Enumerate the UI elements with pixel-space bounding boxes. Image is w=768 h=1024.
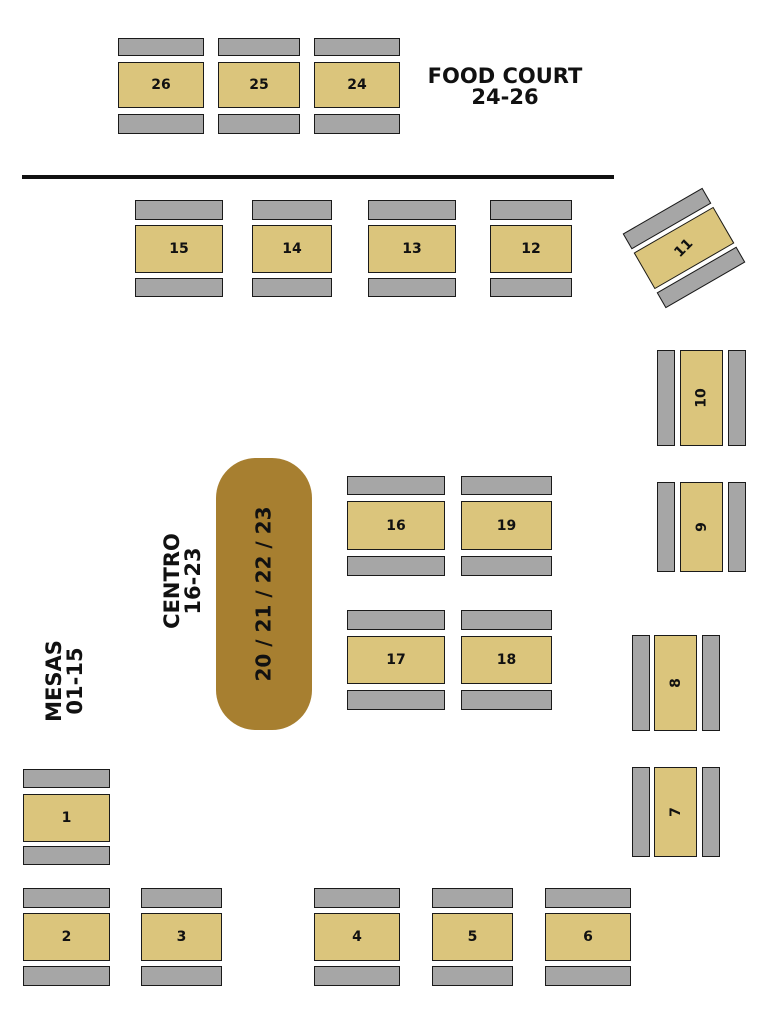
bench [314,966,400,986]
bench [314,114,400,134]
bench [728,350,746,446]
bench [545,966,631,986]
bench [461,556,552,576]
bench [118,114,204,134]
table-centro-20-23[interactable]: 20 / 21 / 22 / 23 [216,458,312,730]
bench [314,888,400,908]
bench [461,476,552,495]
table-4[interactable]: 4 [314,913,400,961]
bench [23,769,110,788]
bench [490,200,572,220]
bench [23,846,110,865]
bench [347,476,445,495]
bench [461,610,552,630]
table-12[interactable]: 12 [490,225,572,273]
bench [490,278,572,297]
mesas-label: MESAS 01-15 [42,640,87,722]
table-17[interactable]: 17 [347,636,445,684]
divider-line [22,175,614,179]
bench [314,38,400,56]
bench [461,690,552,710]
bench [23,966,110,986]
table-10[interactable]: 10 [680,350,723,446]
bench [135,200,223,220]
bench [702,635,720,731]
bench [368,278,456,297]
table-25[interactable]: 25 [218,62,300,108]
table-9[interactable]: 9 [680,482,723,572]
bench [218,114,300,134]
centro-label: CENTRO 16-23 [160,533,205,629]
table-14[interactable]: 14 [252,225,332,273]
table-10-label: 10 [693,388,710,408]
bench [347,690,445,710]
bench [141,966,222,986]
bench [657,350,675,446]
table-2[interactable]: 2 [23,913,110,961]
table-6[interactable]: 6 [545,913,631,961]
table-8[interactable]: 8 [654,635,697,731]
table-1[interactable]: 1 [23,794,110,842]
table-16[interactable]: 16 [347,501,445,550]
bench [252,278,332,297]
bench [347,556,445,576]
table-13[interactable]: 13 [368,225,456,273]
bench [432,888,513,908]
bench [141,888,222,908]
bench [632,767,650,857]
table-26[interactable]: 26 [118,62,204,108]
bench [118,38,204,56]
food-court-label: FOOD COURT 24-26 [427,64,583,109]
table-19[interactable]: 19 [461,501,552,550]
table-5[interactable]: 5 [432,913,513,961]
table-18[interactable]: 18 [461,636,552,684]
table-7[interactable]: 7 [654,767,697,857]
bench [252,200,332,220]
bench [657,482,675,572]
table-15[interactable]: 15 [135,225,223,273]
centro-table-label: 20 / 21 / 22 / 23 [252,506,276,682]
table-3[interactable]: 3 [141,913,222,961]
bench [702,767,720,857]
table-9-label: 9 [693,522,710,532]
bench [135,278,223,297]
bench [632,635,650,731]
bench [218,38,300,56]
bench [728,482,746,572]
table-11-label: 11 [671,235,697,261]
bench [347,610,445,630]
table-7-label: 7 [667,807,684,817]
bench [23,888,110,908]
bench [368,200,456,220]
table-24[interactable]: 24 [314,62,400,108]
table-8-label: 8 [667,678,684,688]
bench [545,888,631,908]
bench [432,966,513,986]
